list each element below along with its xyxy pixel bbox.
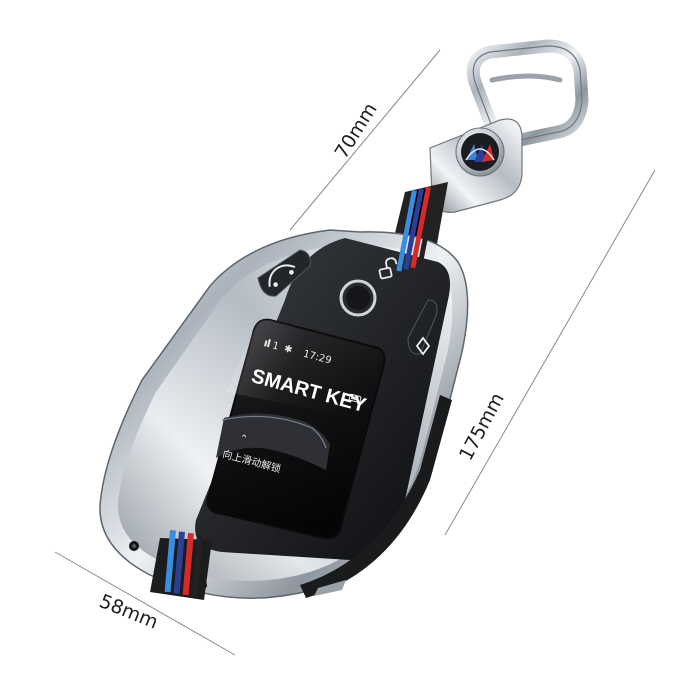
bluetooth-icon: ✱ — [283, 343, 294, 356]
start-button-ring — [339, 279, 377, 317]
car-roof-icon — [268, 264, 296, 287]
strap-stripe — [182, 532, 194, 596]
strap-stripe — [410, 186, 431, 269]
unlock-button[interactable] — [377, 257, 398, 280]
length-dimension-line — [444, 169, 656, 536]
key-top-panel — [339, 279, 377, 317]
strap-length-label: 70mm — [331, 99, 382, 163]
led-button-icon — [132, 544, 136, 548]
width-label: 58mm — [96, 590, 161, 633]
display-screen: 1 ✱ 17:29 SMART KEY ⌃ 向上滑动解锁 — [206, 318, 386, 540]
strap-stripe — [417, 185, 438, 267]
strap-stripe — [164, 530, 176, 593]
strap-stripe — [173, 531, 185, 594]
swipe-up-chevron-icon: ⌃ — [238, 433, 249, 446]
left-led-button[interactable] — [129, 541, 139, 551]
keychain-clip — [429, 39, 589, 213]
strap-dimension-line — [289, 49, 441, 231]
strap-stripe — [191, 534, 203, 597]
strap-stripe — [403, 188, 424, 270]
diamond-button-icon — [415, 336, 431, 356]
lower-strap-stripes — [164, 530, 203, 597]
signal-icon — [264, 339, 271, 348]
width-dimension-line — [54, 551, 236, 656]
car-roof-button[interactable] — [257, 249, 311, 297]
upper-strap-stripes — [396, 185, 438, 272]
battery-icon — [348, 393, 362, 403]
strap-stripe — [396, 190, 417, 272]
brand-emblem-icon — [455, 127, 505, 177]
diamond-button[interactable] — [407, 299, 438, 356]
status-text: 1 — [271, 340, 280, 352]
lock-open-icon — [378, 257, 398, 280]
dimension-lines — [54, 49, 656, 656]
total-length-label: 175mm — [455, 389, 509, 464]
car-silhouette-graphic — [216, 413, 330, 470]
